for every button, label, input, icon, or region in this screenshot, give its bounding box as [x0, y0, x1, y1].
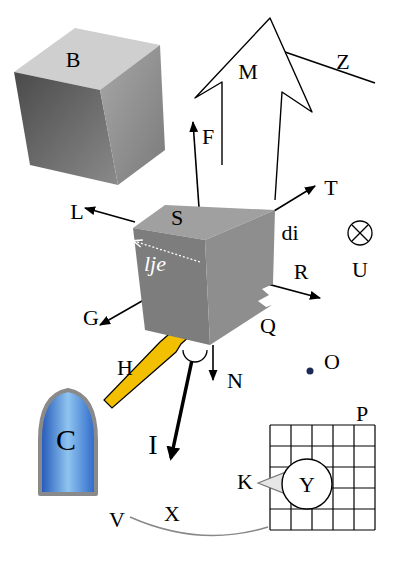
t-arrow — [274, 186, 315, 211]
arrow-letter: G — [83, 307, 99, 329]
outline-path — [282, 459, 332, 509]
bullet-letter: C — [56, 425, 76, 455]
grid-line — [332, 425, 333, 530]
node-outline — [10, 22, 170, 190]
circle-y: Y — [280, 457, 334, 511]
arrow-letter: I — [148, 431, 157, 459]
n-arrow — [212, 345, 214, 380]
z-line — [285, 52, 375, 83]
grid-letter: P — [356, 403, 368, 425]
symbol-letter: U — [352, 259, 368, 281]
cube-main: Slje — [128, 200, 280, 350]
curve-letter: V — [109, 509, 125, 531]
outline-path — [195, 18, 312, 200]
line-letter: Z — [336, 51, 349, 73]
outline-path — [205, 210, 275, 345]
node-outline — [190, 14, 316, 204]
node-outline — [128, 200, 280, 350]
outline-path — [134, 241, 200, 262]
face-letter: S — [171, 207, 183, 229]
u-symbol — [348, 221, 372, 245]
o-dot — [307, 368, 314, 375]
pointer-letter: K — [237, 471, 253, 493]
outline-path — [133, 228, 210, 345]
point-letter: O — [324, 351, 340, 373]
outline-path — [40, 390, 96, 494]
arrow-letter: T — [324, 177, 337, 199]
arrow-letter: M — [238, 61, 258, 83]
bullet-c: C — [36, 386, 100, 498]
l-arrow — [85, 208, 135, 222]
cube-b: B — [10, 22, 170, 190]
grid-line — [374, 425, 375, 530]
grid-line — [270, 508, 375, 509]
grid-line — [353, 425, 354, 530]
arrow-letter: R — [294, 261, 309, 283]
grid-line — [270, 445, 375, 446]
face-label: lje — [144, 253, 166, 275]
grid-line — [270, 529, 375, 530]
semicircle — [183, 350, 207, 362]
arrow-m: M — [190, 14, 316, 204]
arrow-label: di — [281, 222, 298, 244]
v-curve — [130, 517, 268, 535]
arrow-letter: F — [202, 126, 214, 148]
part-letter: H — [117, 357, 133, 379]
arrow-letter: N — [227, 370, 243, 392]
outline-path — [100, 45, 165, 185]
part-letter: Q — [260, 315, 276, 337]
i-arrow — [171, 360, 192, 458]
curve-letter: X — [164, 503, 180, 525]
cube-letter: B — [66, 49, 81, 71]
p-grid — [270, 425, 375, 530]
arrow-letter: L — [70, 201, 83, 223]
circle-letter: Y — [299, 474, 315, 496]
